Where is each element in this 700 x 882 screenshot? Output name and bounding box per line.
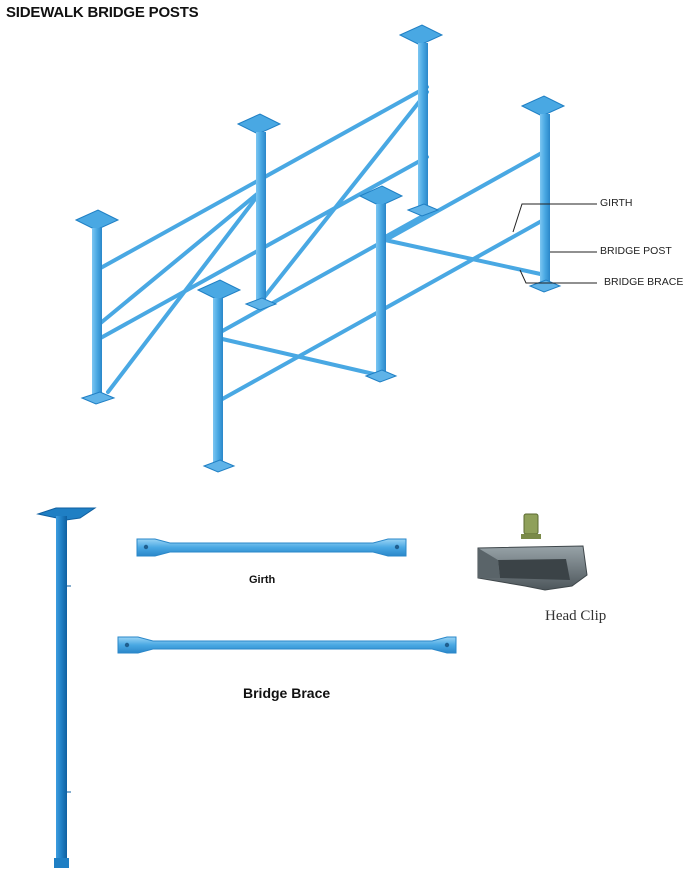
bridge-brace-part: [117, 636, 457, 654]
bridge-post: [74, 209, 120, 405]
bridge-brace: [216, 336, 380, 377]
bridge-brace: [260, 90, 429, 302]
girth: [376, 210, 432, 243]
head-clip-part: [477, 513, 588, 591]
bridge-braces-group: [95, 90, 547, 394]
bridge-brace: [383, 238, 547, 277]
callout-bridge-brace: BRIDGE BRACE: [604, 276, 684, 288]
callout-girth: GIRTH: [600, 197, 633, 209]
bridge-post: [236, 113, 282, 311]
diagram-title: SIDEWALK BRIDGE POSTS: [6, 4, 199, 21]
girths-group: [95, 85, 549, 404]
bridge-posts-group: [74, 24, 566, 473]
girth-label: Girth: [249, 574, 276, 586]
bridge-post: [398, 24, 444, 217]
head-clip-label: Head Clip: [545, 608, 607, 624]
bridge-post-part: [36, 507, 97, 868]
bridge-post: [520, 95, 566, 293]
callout-leaders: [512, 203, 597, 284]
bridge-brace: [106, 188, 264, 394]
bridge-post: [358, 185, 404, 383]
callout-bridge-post: BRIDGE POST: [600, 245, 672, 257]
bridge-brace: [95, 188, 264, 328]
girth-part: [136, 538, 407, 557]
bridge-brace-label: Bridge Brace: [243, 685, 331, 701]
bridge-post: [196, 279, 242, 473]
